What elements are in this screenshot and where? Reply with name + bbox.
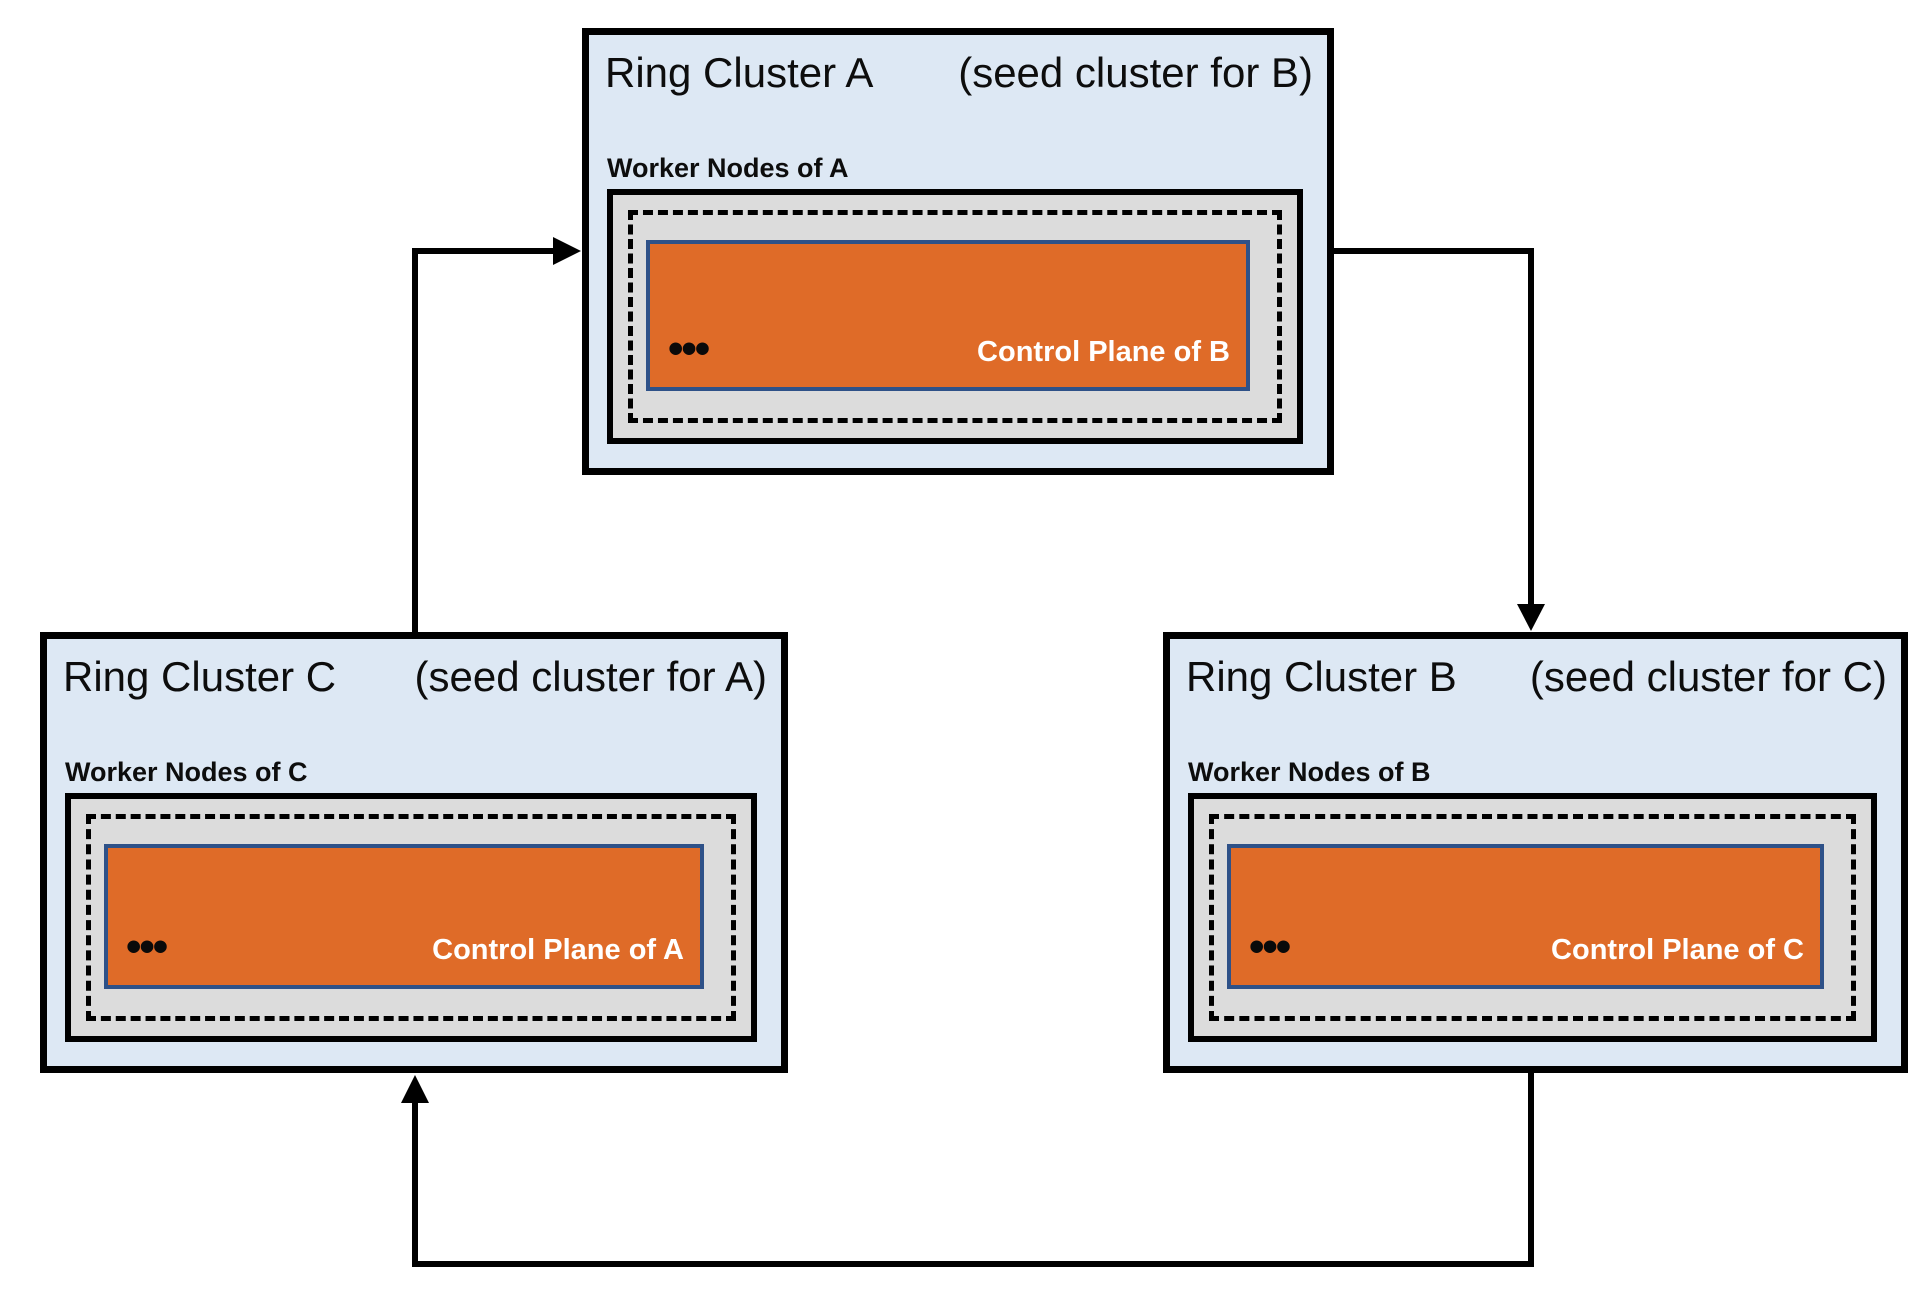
ellipsis-dots: •••: [126, 922, 168, 971]
cluster-a-worker-nodes-box: ••• Control Plane of B: [607, 189, 1303, 444]
ellipsis-dots: •••: [1249, 922, 1291, 971]
cluster-c: Ring Cluster C (seed cluster for A) Work…: [40, 632, 788, 1073]
control-plane-of-a-box: ••• Control Plane of A: [104, 844, 704, 989]
cluster-c-worker-nodes-label: Worker Nodes of C: [65, 757, 308, 787]
ellipsis-dots: •••: [668, 324, 710, 373]
cluster-c-dashed-region: ••• Control Plane of A: [86, 814, 736, 1021]
cluster-b-seed-note: (seed cluster for C): [1529, 653, 1887, 700]
cluster-a-title-row: Ring Cluster A (seed cluster for B): [605, 49, 1313, 97]
cluster-b-worker-nodes-box: ••• Control Plane of C: [1188, 793, 1877, 1042]
arrow-a-to-b: [1331, 248, 1545, 631]
cluster-a-seed-note: (seed cluster for B): [958, 49, 1313, 96]
cluster-b-name: Ring Cluster B: [1186, 653, 1457, 700]
cluster-c-title-row: Ring Cluster C (seed cluster for A): [63, 653, 767, 701]
cluster-a: Ring Cluster A (seed cluster for B) Work…: [582, 28, 1334, 475]
cluster-c-seed-note: (seed cluster for A): [414, 653, 767, 700]
cluster-b-dashed-region: ••• Control Plane of C: [1209, 814, 1856, 1021]
control-plane-of-b-box: ••• Control Plane of B: [646, 240, 1250, 391]
arrow-b-to-c: [401, 1071, 1534, 1267]
control-plane-of-c-label: Control Plane of C: [1551, 933, 1804, 966]
control-plane-of-b-label: Control Plane of B: [977, 335, 1230, 368]
cluster-c-name: Ring Cluster C: [63, 653, 337, 700]
control-plane-of-a-label: Control Plane of A: [432, 933, 684, 966]
cluster-a-name: Ring Cluster A: [605, 49, 874, 96]
control-plane-of-c-row: ••• Control Plane of C: [1249, 925, 1804, 977]
cluster-b: Ring Cluster B (seed cluster for C) Work…: [1163, 632, 1908, 1073]
cluster-a-worker-nodes-label: Worker Nodes of A: [607, 153, 849, 183]
cluster-b-worker-nodes-label: Worker Nodes of B: [1188, 757, 1431, 787]
control-plane-of-a-row: ••• Control Plane of A: [126, 925, 684, 977]
cluster-a-dashed-region: ••• Control Plane of B: [628, 210, 1282, 423]
control-plane-of-c-box: ••• Control Plane of C: [1227, 844, 1824, 989]
cluster-b-title-row: Ring Cluster B (seed cluster for C): [1186, 653, 1887, 701]
arrow-c-to-a: [412, 237, 581, 632]
control-plane-of-b-row: ••• Control Plane of B: [668, 327, 1230, 379]
cluster-c-worker-nodes-box: ••• Control Plane of A: [65, 793, 757, 1042]
